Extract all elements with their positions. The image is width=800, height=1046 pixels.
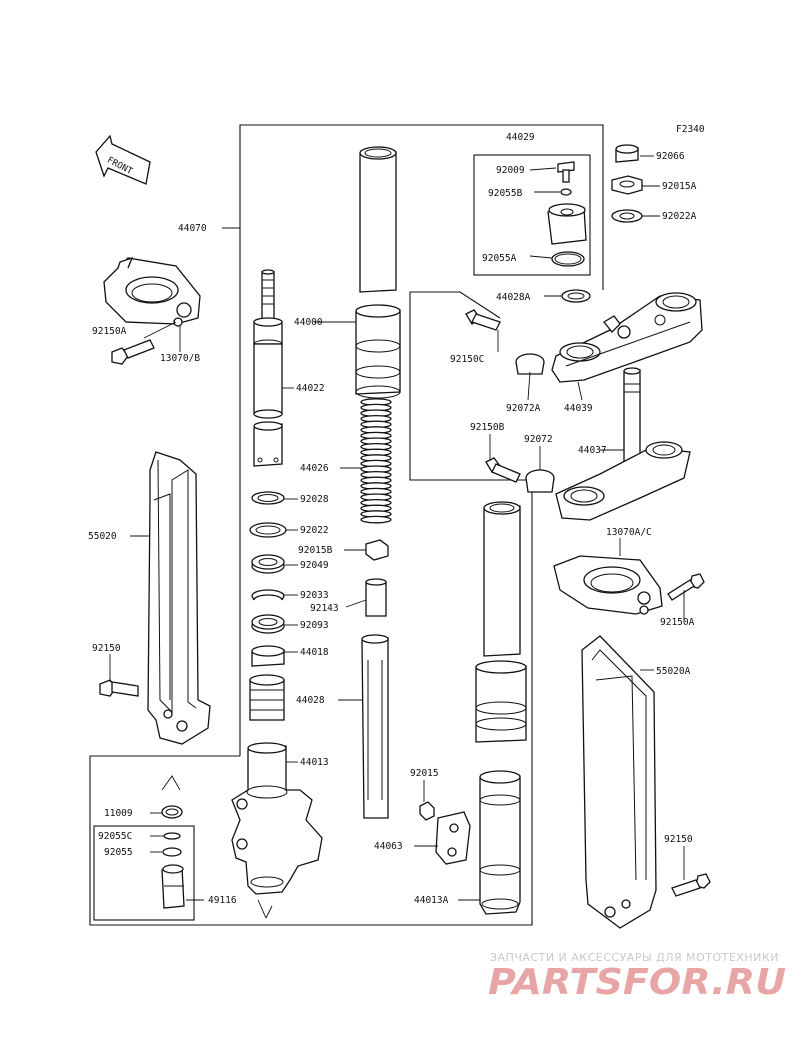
upper-bracket-44039 [551,292,703,383]
bolt-92150-left [99,679,139,697]
label-44037: 44037 [578,445,607,456]
watermark-logo: PARTSFOR.RU [488,962,786,1003]
label-44018: 44018 [300,647,329,658]
spring-coil [360,515,392,524]
bolt-92150a-left [111,339,155,365]
label-44000: 44000 [294,317,323,328]
label-92055: 92055 [104,847,133,858]
fork-guard-left [147,451,211,745]
cylinder-44022 [253,343,283,467]
label-92015: 92015 [410,768,439,779]
label-49116: 49116 [208,895,237,906]
label-44022: 44022 [296,383,325,394]
label-92028: 92028 [300,494,329,505]
cap-bolt-44000-rod [253,269,283,349]
label-44028: 44028 [296,695,325,706]
leader-lines [109,155,685,901]
label-44070: 44070 [178,223,207,234]
axle-clamp-44063 [419,801,471,865]
label-92015a: 92015A [662,181,697,192]
label-92150-right: 92150 [664,834,693,845]
o-ring-11009 [161,775,183,819]
label-44013a: 44013A [414,895,449,906]
label-92022a: 92022A [662,211,697,222]
bolt-92150a-right [667,573,705,601]
label-92072a: 92072A [506,403,541,414]
label-92093: 92093 [300,620,329,631]
label-92143: 92143 [310,603,339,614]
rings-stack [249,491,287,667]
label-92033: 92033 [300,590,329,601]
label-13070ac: 13070A/C [606,527,652,538]
stem-44037 [555,367,691,521]
label-92150a-right: 92150A [660,617,695,628]
front-arrow-icon: FRONT [95,134,151,185]
label-92150-left: 92150 [92,643,121,654]
collar-92143 [365,578,387,617]
label-92022: 92022 [300,525,329,536]
label-44039: 44039 [564,403,593,414]
nut-92015b [365,539,389,561]
cap-44029-parts [547,161,591,303]
label-55020a: 55020A [656,666,691,677]
label-44029: 44029 [506,132,535,143]
label-92055c: 92055C [98,831,132,842]
label-92072: 92072 [524,434,553,445]
label-92066: 92066 [656,151,685,162]
clamp-92072 [525,469,555,493]
label-92150b: 92150B [470,422,505,433]
clamp-92072a [515,353,545,375]
outer-tube-44013a [479,770,521,915]
piston-44013-upper [249,674,285,721]
lower-clamp-left [103,256,201,327]
label-55020: 55020 [88,531,117,542]
label-92049: 92049 [300,560,329,571]
label-44063: 44063 [374,841,403,852]
label-92055b: 92055B [488,188,523,199]
inner-tube-44000 [355,146,401,399]
label-92055a: 92055A [482,253,517,264]
nut-92015a [611,175,643,195]
spring-44026 [360,398,392,524]
washer-92022a [611,209,643,223]
lower-clamp-right [553,555,663,615]
label-44026: 44026 [300,463,329,474]
label-92015b: 92015B [298,545,333,556]
diagram-code: F2340 [676,124,705,135]
valve-49116 [161,832,185,909]
label-44013: 44013 [300,757,329,768]
watermark: ЗАПЧАСТИ И АКСЕССУАРЫ ДЛЯ МОТОТЕХНИКИ PA… [488,951,786,1003]
damper-rod-44028 [361,634,389,819]
label-11009: 11009 [104,808,133,819]
bolt-92150c [465,309,501,331]
label-92150c: 92150C [450,354,484,365]
inner-tube-right [475,501,527,743]
label-13070b: 13070/B [160,353,200,364]
label-92150a-left: 92150A [92,326,127,337]
label-44028a: 44028A [496,292,531,303]
fork-guard-right [581,635,657,929]
bolt-92150b [485,457,521,483]
part-labels: F2340 44029 92009 92055B 92055A 44028A 9… [88,124,705,906]
bolt-92150-right [671,873,711,897]
outer-tube-44013 [231,742,323,919]
cap-92066 [615,144,639,163]
watermark-tagline: ЗАПЧАСТИ И АКСЕССУАРЫ ДЛЯ МОТОТЕХНИКИ [490,951,779,964]
label-92009: 92009 [496,165,525,176]
